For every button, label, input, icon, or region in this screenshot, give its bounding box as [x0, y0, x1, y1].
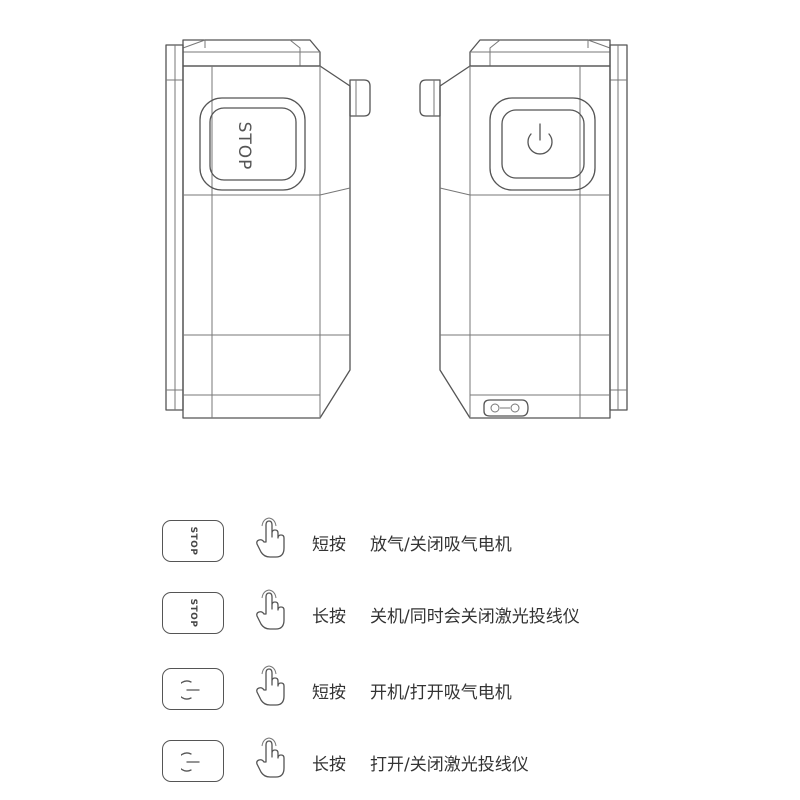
right-device-power-button-housing [489, 97, 596, 191]
stop-button[interactable] [209, 107, 297, 181]
power-icon [527, 123, 553, 155]
right-device-view [419, 39, 628, 419]
left-device-stop-button-housing [199, 97, 306, 191]
right-device-side-knob [419, 79, 441, 117]
left-device-view: STOP [165, 39, 371, 419]
left-device-body [182, 65, 351, 419]
right-device-body [439, 65, 611, 419]
power-button[interactable] [501, 109, 585, 179]
left-device-side-knob [349, 79, 371, 117]
bottom-connector-icon [483, 399, 529, 417]
left-device-stop-label: STOP [234, 122, 254, 171]
left-device-top-cap [182, 39, 321, 67]
right-device-top-cap [469, 39, 611, 67]
